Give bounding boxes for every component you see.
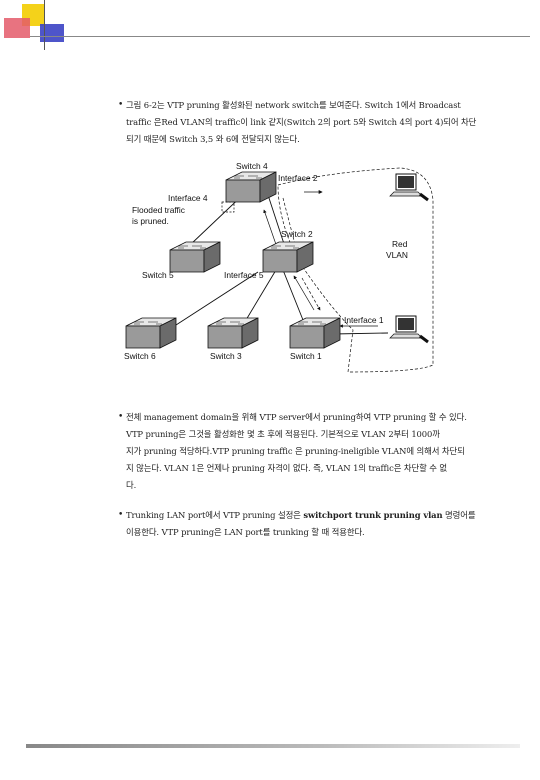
paragraph-3-text-c: 명령어를 (442, 510, 476, 520)
paragraph-2-line-1: 전체 management domain을 위해 VTP server에서 pr… (126, 412, 467, 422)
switch-4-label: Switch 4 (236, 161, 268, 171)
switch-5-label: Switch 5 (142, 270, 174, 280)
switch-2-label: Switch 2 (281, 229, 313, 239)
interface-5-label: Interface 5 (224, 270, 264, 280)
paragraph-2-line-2: VTP pruning은 그것을 활성화한 몇 초 후에 적용된다. 기본적으로… (126, 429, 440, 439)
paragraph-3-text-a: Trunking LAN port에서 VTP pruning 설정은 (126, 510, 304, 520)
switch-4-icon (225, 171, 277, 203)
paragraph-3-line-2: 이용한다. VTP pruning은 LAN port를 trunking 할 … (126, 527, 365, 537)
paragraph-3: • Trunking LAN port에서 VTP pruning 설정은 sw… (118, 507, 506, 541)
switch-3-label: Switch 3 (210, 351, 242, 361)
bullet: • (118, 412, 124, 422)
logo-vertical-line (44, 0, 45, 50)
switch-1-label: Switch 1 (290, 351, 322, 361)
interface-2-label: Interface 2 (278, 173, 318, 183)
switch-3-icon (207, 317, 259, 349)
footer-rule (26, 744, 520, 748)
pruned-box (221, 201, 235, 213)
paragraph-2-line-5: 다. (126, 480, 137, 490)
interface-1-label: Interface 1 (344, 315, 384, 325)
flooded-label-1: Flooded traffic (132, 205, 185, 215)
paragraph-2-line-3: 지가 pruning 적당하다.VTP pruning traffic 은 pr… (126, 446, 465, 456)
header-rule (30, 36, 530, 37)
paragraph-1-line-1: 그림 6-2는 VTP pruning 활성화된 network switch를… (126, 100, 461, 110)
switch-2-icon (262, 241, 314, 273)
flooded-label-2: is pruned. (132, 216, 169, 226)
interface-4-label: Interface 4 (168, 193, 208, 203)
red-vlan-label-2: VLAN (386, 250, 408, 260)
switch-5-icon (169, 241, 221, 273)
pc-icon-top (389, 173, 423, 197)
bullet: • (118, 100, 124, 110)
paragraph-1-line-3: 되기 때문에 Switch 3,5 와 6에 전달되지 않는다. (126, 134, 300, 144)
command-text: switchport trunk pruning vlan (303, 510, 443, 520)
paragraph-2: • 전체 management domain을 위해 VTP server에서 … (118, 409, 506, 494)
switch-6-label: Switch 6 (124, 351, 156, 361)
bullet: • (118, 510, 124, 520)
paragraph-3-line-1: Trunking LAN port에서 VTP pruning 설정은 swit… (126, 507, 506, 524)
paragraph-2-line-4: 지 않는다. VLAN 1은 언제나 pruning 자격이 없다. 즉, VL… (126, 463, 448, 473)
paragraph-1: • 그림 6-2는 VTP pruning 활성화된 network switc… (118, 97, 506, 148)
switch-6-icon (125, 317, 177, 349)
red-vlan-label-1: Red (392, 239, 408, 249)
logo (0, 0, 120, 50)
logo-red-square (4, 18, 30, 38)
paragraph-1-line-2: traffic 은Red VLAN의 traffic이 link 같지(Swit… (126, 117, 477, 127)
vtp-pruning-diagram: Switch 4 Interface 2 Interface 4 Flooded… (124, 161, 434, 373)
logo-blue-square (40, 24, 64, 42)
switch-1-icon (289, 317, 341, 349)
pc-icon-bottom (389, 315, 423, 339)
